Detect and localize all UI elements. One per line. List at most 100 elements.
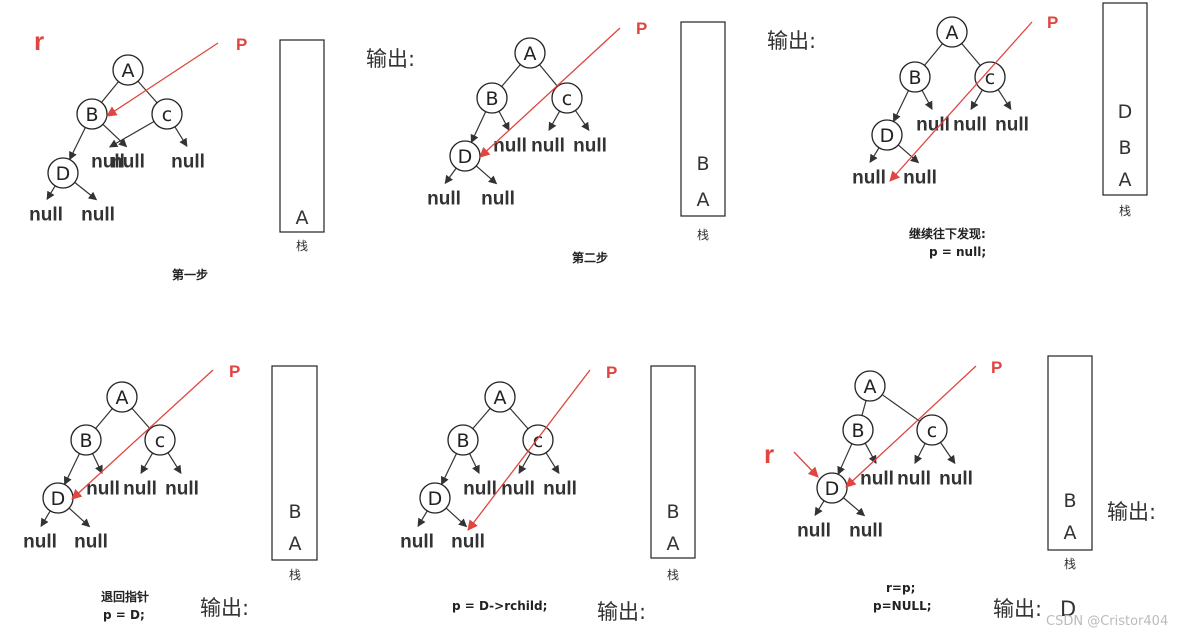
null-child-label: null — [916, 115, 950, 136]
null-child-label: null — [903, 168, 937, 189]
step-caption: p = null; — [929, 245, 986, 259]
stack-caption: 栈 — [697, 227, 709, 242]
tree-node-label: A — [864, 376, 877, 398]
tree-edge — [914, 443, 926, 464]
stack-caption: 栈 — [667, 567, 679, 582]
output-label: 输出: — [1107, 500, 1156, 524]
pointer-p-label: P — [636, 19, 647, 38]
pointer-p-label: P — [236, 35, 247, 54]
tree-node-label: A — [494, 387, 507, 409]
tree-node-d — [871, 119, 903, 151]
tree-edge — [921, 89, 933, 110]
tree-edge — [417, 510, 428, 528]
stack-box — [650, 365, 696, 559]
null-child-label: null — [171, 152, 205, 173]
pointer-r-label: r — [764, 439, 774, 469]
tree-edge — [539, 64, 558, 87]
tree-edge — [861, 400, 867, 416]
stack-item: A — [1064, 522, 1077, 544]
null-child-label: null — [897, 469, 931, 490]
pointer-p-arrow — [479, 27, 621, 158]
null-child-label: null — [111, 152, 145, 173]
null-child-label: null — [493, 136, 527, 157]
step-caption: p = D; — [103, 608, 145, 622]
tree-node-a — [514, 37, 546, 69]
null-child-label: null — [501, 479, 535, 500]
tree-edge — [501, 64, 521, 87]
tree-edge — [469, 453, 480, 474]
tree-node-label: B — [908, 67, 921, 89]
null-child-label: null — [29, 205, 63, 226]
tree-node-c — [151, 98, 183, 130]
pointer-p-arrow — [71, 369, 214, 500]
tree-node-label: c — [155, 430, 165, 452]
stack-item: A — [697, 189, 710, 211]
stack-box — [1102, 2, 1148, 196]
tree-edge — [545, 452, 560, 475]
tree-node-label: c — [562, 88, 572, 110]
tree-edge — [137, 80, 158, 104]
stack-item: A — [1119, 169, 1132, 191]
tree-edge — [892, 90, 910, 123]
output-label: 输出: — [366, 47, 415, 71]
step-caption: p=NULL; — [873, 599, 932, 613]
tree-edge — [939, 442, 956, 465]
step-caption: 继续往下发现: — [909, 226, 986, 241]
output-label-secondary: 输出: — [993, 597, 1042, 621]
step-caption: 退回指针 — [101, 589, 149, 604]
tree-edge — [74, 181, 98, 201]
tree-edge — [440, 453, 458, 486]
tree-node-label: c — [927, 420, 937, 442]
stack-box — [680, 21, 726, 217]
tree-node-c — [144, 424, 176, 456]
pointer-p-arrow — [845, 365, 977, 488]
tree-edge — [140, 452, 154, 474]
step-caption: 第二步 — [572, 250, 608, 265]
tree-node-b — [842, 414, 874, 446]
null-child-label: null — [451, 532, 485, 553]
tree-node-d — [47, 157, 79, 189]
tree-node-label: B — [456, 430, 469, 452]
tree-node-a — [936, 16, 968, 48]
tree-edge — [68, 507, 91, 528]
null-child-label: null — [463, 479, 497, 500]
null-child-label: null — [165, 479, 199, 500]
null-child-label: null — [531, 136, 565, 157]
null-child-label: null — [123, 479, 157, 500]
tree-edge — [167, 452, 182, 475]
null-child-label: null — [74, 532, 108, 553]
pointer-p-arrow — [889, 21, 1033, 182]
tree-node-c — [974, 61, 1006, 93]
tree-node-c — [551, 82, 583, 114]
tree-node-a — [106, 381, 138, 413]
step-caption: p = D->rchild; — [452, 599, 547, 613]
tree-edge — [881, 394, 921, 422]
tree-edge — [837, 443, 853, 476]
tree-edge — [92, 453, 103, 474]
output-label: 输出: — [767, 29, 816, 53]
stack-item: B — [288, 501, 301, 523]
tree-edge — [46, 185, 56, 201]
null-child-label: null — [23, 532, 57, 553]
tree-node-b — [899, 61, 931, 93]
null-child-label: null — [953, 115, 987, 136]
tree-edge — [69, 127, 86, 161]
tree-node-label: c — [162, 104, 172, 126]
tree-node-label: D — [56, 163, 71, 185]
null-child-label: null — [481, 189, 515, 210]
tree-edge — [548, 110, 561, 131]
tree-edge — [475, 165, 498, 185]
stack-caption: 栈 — [1119, 203, 1131, 218]
stack-box — [279, 39, 325, 233]
tree-node-label: B — [85, 104, 98, 126]
null-child-label: null — [852, 168, 886, 189]
watermark: CSDN @Cristor404 — [1046, 614, 1168, 629]
null-child-label: null — [995, 115, 1029, 136]
tree-node-label: B — [485, 88, 498, 110]
stack-item: D — [1118, 101, 1133, 123]
stack-caption: 栈 — [1064, 556, 1076, 571]
